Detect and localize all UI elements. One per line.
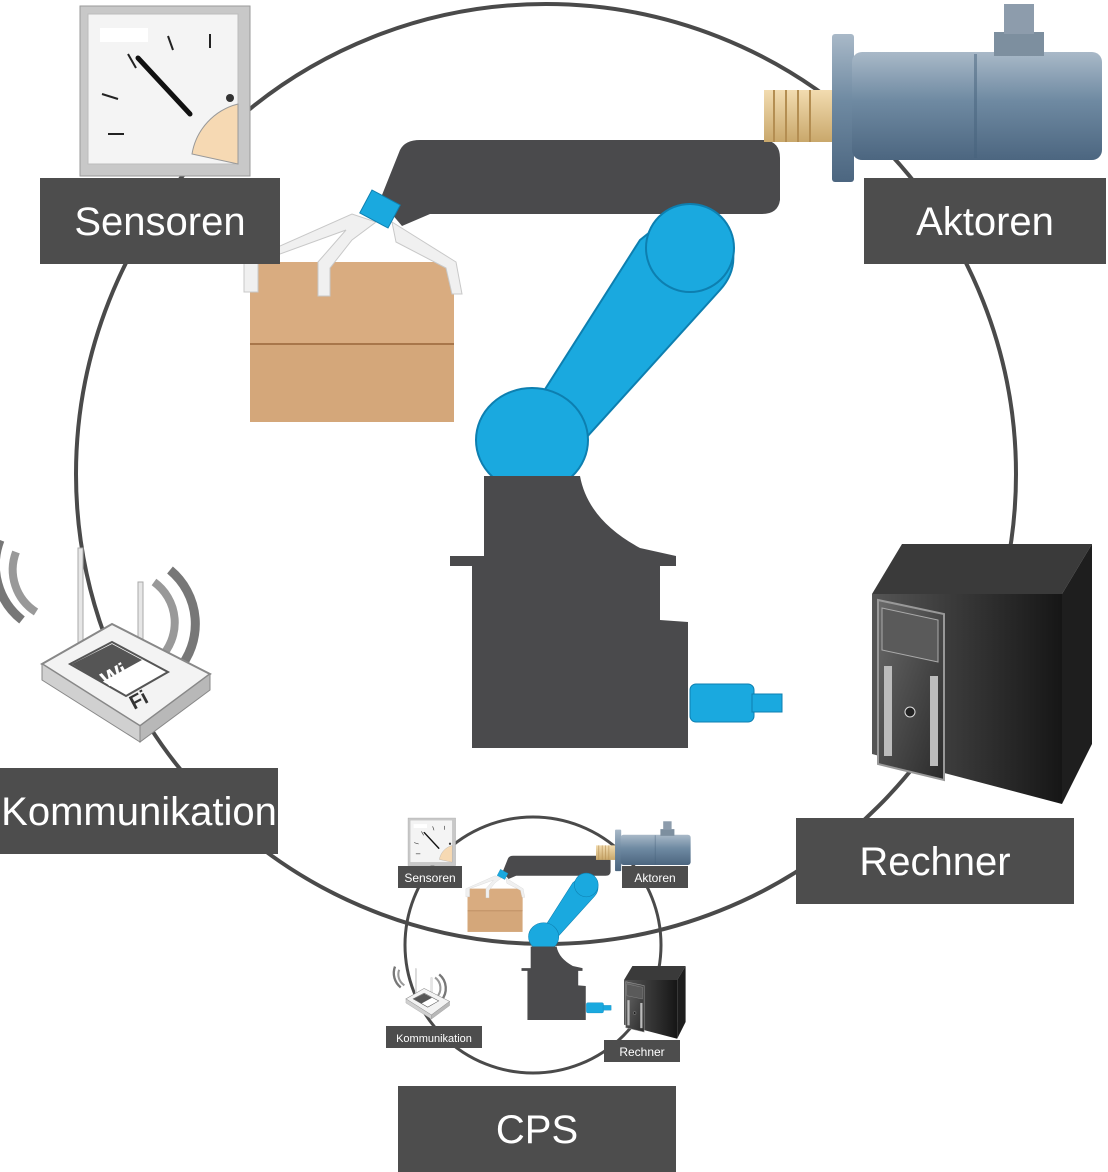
mini-label-sensoren: Sensoren (398, 866, 462, 888)
label-aktoren-text: Aktoren (916, 200, 1054, 244)
label-aktoren: Aktoren (864, 178, 1106, 264)
label-sensoren: Sensoren (40, 178, 280, 264)
svg-text:Kommunikation: Kommunikation (396, 1033, 472, 1045)
label-cps-text: CPS (496, 1108, 578, 1152)
mini-label-kommunikation: Kommunikation (386, 1026, 482, 1048)
computer-tower-icon (871, 543, 1093, 805)
label-rechner: Rechner (796, 818, 1074, 904)
label-kommunikation-text: Kommunikation (1, 790, 277, 834)
label-sensoren-text: Sensoren (74, 200, 245, 244)
label-rechner-text: Rechner (859, 840, 1010, 884)
svg-text:Aktoren: Aktoren (634, 871, 675, 885)
svg-text:Rechner: Rechner (619, 1045, 664, 1059)
mini-label-rechner: Rechner (604, 1040, 680, 1062)
mini-label-aktoren: Aktoren (622, 866, 688, 888)
nested-cps-diagram: Sensoren Aktoren Kommunikation Rechner (386, 815, 691, 1075)
wifi-router-icon: Wi Fi (0, 540, 210, 742)
robot-illustration (243, 139, 783, 749)
actuator-motor-icon (763, 3, 1103, 183)
label-kommunikation: Kommunikation (0, 768, 278, 854)
gauge-icon (80, 6, 250, 176)
svg-text:Sensoren: Sensoren (404, 871, 455, 885)
label-cps: CPS (398, 1086, 676, 1172)
